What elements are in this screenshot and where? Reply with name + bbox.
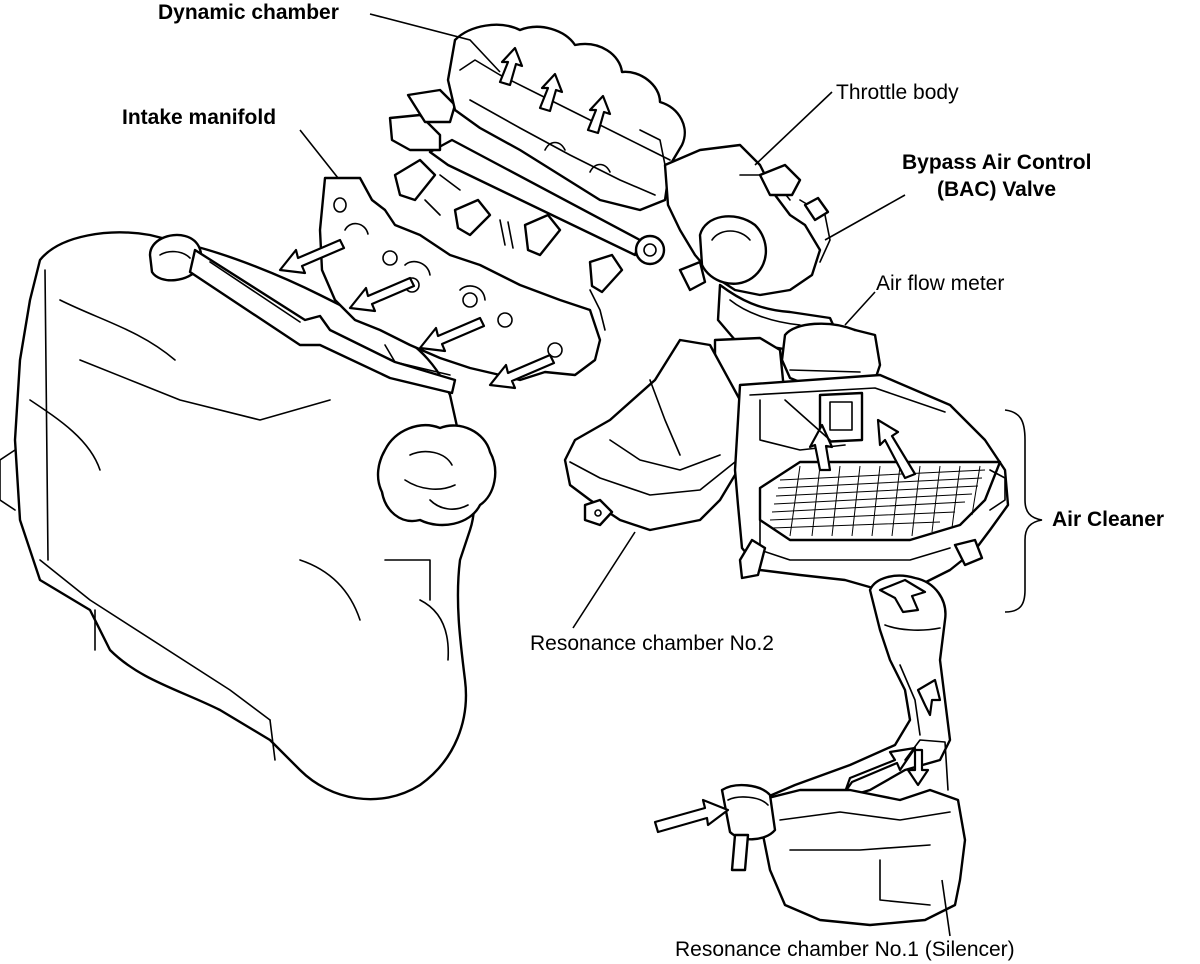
air-cleaner-part (733, 373, 1010, 592)
leader-lines (299, 13, 951, 937)
label-dynamic-chamber: Dynamic chamber (158, 1, 339, 24)
label-resonance-chamber-2: Resonance chamber No.2 (530, 632, 774, 655)
intake-manifold-part (318, 88, 666, 382)
manifold-flow-arrows (278, 238, 556, 390)
filter-element-pleats (769, 465, 986, 537)
air-cleaner-brace (1004, 409, 1043, 613)
label-resonance-chamber-1: Resonance chamber No.1 (Silencer) (675, 938, 1015, 961)
engine-block (0, 231, 497, 801)
resonance-chamber-1-part (653, 739, 967, 927)
throttle-body-part (663, 143, 831, 297)
label-intake-manifold: Intake manifold (122, 106, 276, 129)
dynamic-chamber-part (446, 23, 686, 212)
label-throttle-body: Throttle body (836, 81, 959, 104)
resonance-chamber-2-part (563, 338, 750, 532)
label-air-flow-meter: Air flow meter (876, 272, 1004, 295)
labels: Dynamic chamber Throttle body Intake man… (122, 1, 1164, 961)
label-bac-valve-line1: Bypass Air Control (902, 151, 1091, 174)
label-air-cleaner: Air Cleaner (1052, 508, 1164, 531)
label-bac-valve-line2: (BAC) Valve (937, 178, 1056, 201)
